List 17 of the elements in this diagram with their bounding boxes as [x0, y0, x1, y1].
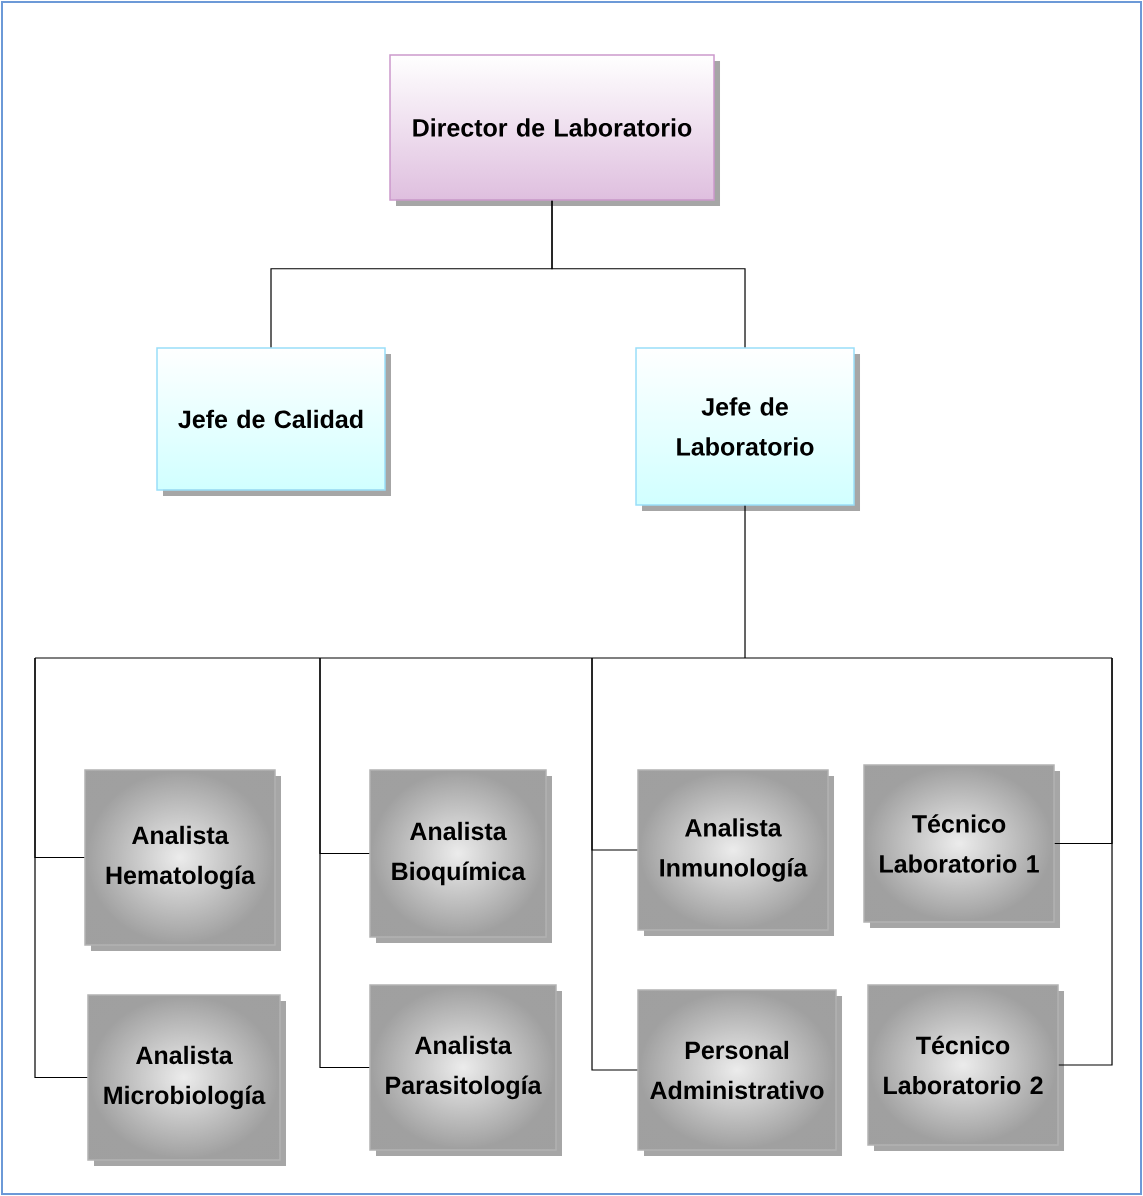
org-box: Analista Microbiología	[87, 994, 286, 1166]
org-box: Director de Laboratorio	[389, 54, 720, 206]
org-box: Analista Parasitología	[369, 984, 562, 1156]
org-box: Jefe de Laboratorio	[635, 347, 860, 511]
org-box: Técnico Laboratorio 1	[863, 764, 1060, 928]
connector-line	[319, 657, 370, 1069]
connector-line	[551, 200, 746, 348]
org-box: Personal Administrativo	[637, 989, 842, 1156]
org-box: Técnico Laboratorio 2	[867, 984, 1064, 1151]
connector-line	[591, 657, 638, 1071]
org-box: Jefe de Calidad	[156, 347, 391, 496]
connector-line	[1058, 657, 1113, 1066]
org-box: Analista Hematología	[84, 769, 281, 951]
connector-line	[34, 657, 88, 1079]
org-box: Analista Inmunología	[637, 769, 834, 936]
org-box: Analista Bioquímica	[369, 769, 552, 943]
connector-line	[34, 505, 1113, 659]
